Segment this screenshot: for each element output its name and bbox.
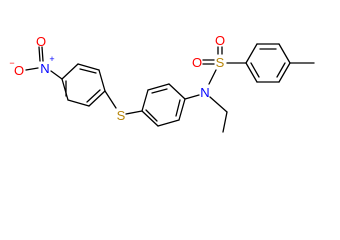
nitro-group: N + O O − (9, 34, 63, 80)
structure-drawing: N + O O − S N S O (9, 33, 315, 133)
bond (178, 98, 186, 121)
thioether-bridge: S (104, 90, 143, 123)
nitro-n-label: N (40, 61, 49, 76)
bond (209, 96, 228, 113)
tolyl-ring (245, 43, 315, 83)
bond (50, 70, 63, 80)
bond (278, 43, 291, 64)
bond (141, 110, 159, 127)
bond (141, 89, 149, 112)
bond (61, 63, 79, 80)
bond (184, 94, 200, 100)
bond (208, 69, 217, 85)
bond (77, 63, 100, 71)
bond (25, 67, 39, 71)
bond (147, 83, 170, 91)
bond (104, 90, 117, 109)
bond (61, 78, 69, 101)
double-bond-inner (175, 99, 181, 117)
double-bond-inner (151, 88, 168, 94)
bond (278, 62, 291, 83)
bond (222, 111, 228, 133)
sulfonyl-group: S O O (192, 33, 247, 70)
amide-n-label: N (200, 85, 209, 100)
bond (67, 99, 90, 107)
bond (38, 46, 41, 62)
sulfonyl-s-label: S (216, 55, 225, 70)
phenylene-ring (141, 83, 186, 127)
double-bond-inner (79, 68, 97, 74)
double-bond-inner (86, 89, 101, 103)
double-bond-inner (145, 109, 158, 122)
bond (88, 90, 106, 107)
molecule-canvas: N + O O − S N S O (9, 33, 315, 133)
bond (245, 43, 258, 64)
sulfonyl-o-left-label: O (192, 55, 202, 70)
double-bond-inner (250, 62, 260, 78)
bond (245, 62, 258, 83)
bond (125, 110, 143, 115)
double-bond-inner (276, 62, 286, 78)
bond (157, 119, 180, 127)
nitro-o-left-label: O (14, 63, 24, 78)
bond (168, 83, 186, 100)
nitrophenyl-ring (61, 63, 106, 107)
thioether-s-label: S (117, 108, 126, 123)
nitro-o-top-label: O (36, 34, 46, 49)
nitro-n-charge: + (49, 54, 54, 64)
nitro-o-left-charge: − (9, 58, 14, 68)
bond (98, 69, 106, 92)
bond (41, 46, 44, 62)
sulfonamide-nitrogen: N (184, 69, 228, 133)
sulfonyl-o-top-label: O (215, 33, 225, 48)
